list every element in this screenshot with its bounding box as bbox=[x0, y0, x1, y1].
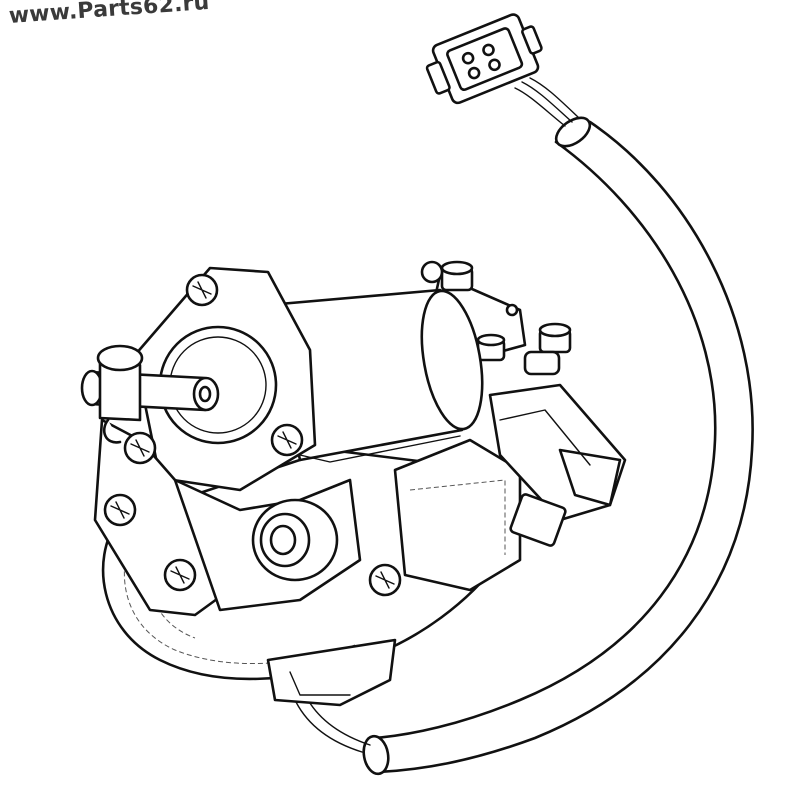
shaft-clip bbox=[103, 418, 122, 444]
conduit-end-bottom bbox=[362, 734, 390, 776]
electrical-connector bbox=[425, 13, 543, 105]
lower-wires bbox=[295, 699, 371, 753]
phillips-screw-1 bbox=[185, 273, 219, 307]
hex-bolt-2 bbox=[476, 333, 506, 362]
solenoid-block bbox=[393, 383, 627, 592]
motor-can bbox=[266, 288, 484, 463]
conduit-end-top bbox=[554, 116, 592, 148]
phillips-screw-4 bbox=[103, 493, 137, 527]
hex-bolt-1 bbox=[440, 260, 474, 292]
phillips-screw-2 bbox=[270, 423, 304, 457]
small-connector bbox=[509, 493, 567, 547]
hex-bolt-3 bbox=[523, 322, 572, 376]
phillips-screw-6 bbox=[368, 563, 402, 597]
housing-base-plate bbox=[266, 638, 397, 707]
gear-port bbox=[251, 498, 339, 582]
phillips-screw-5 bbox=[163, 558, 197, 592]
connector-wires bbox=[514, 77, 580, 127]
mounting-flange bbox=[133, 266, 317, 492]
output-shaft bbox=[80, 344, 220, 422]
shaft-collar bbox=[96, 344, 144, 372]
phillips-screw-3 bbox=[123, 431, 157, 465]
